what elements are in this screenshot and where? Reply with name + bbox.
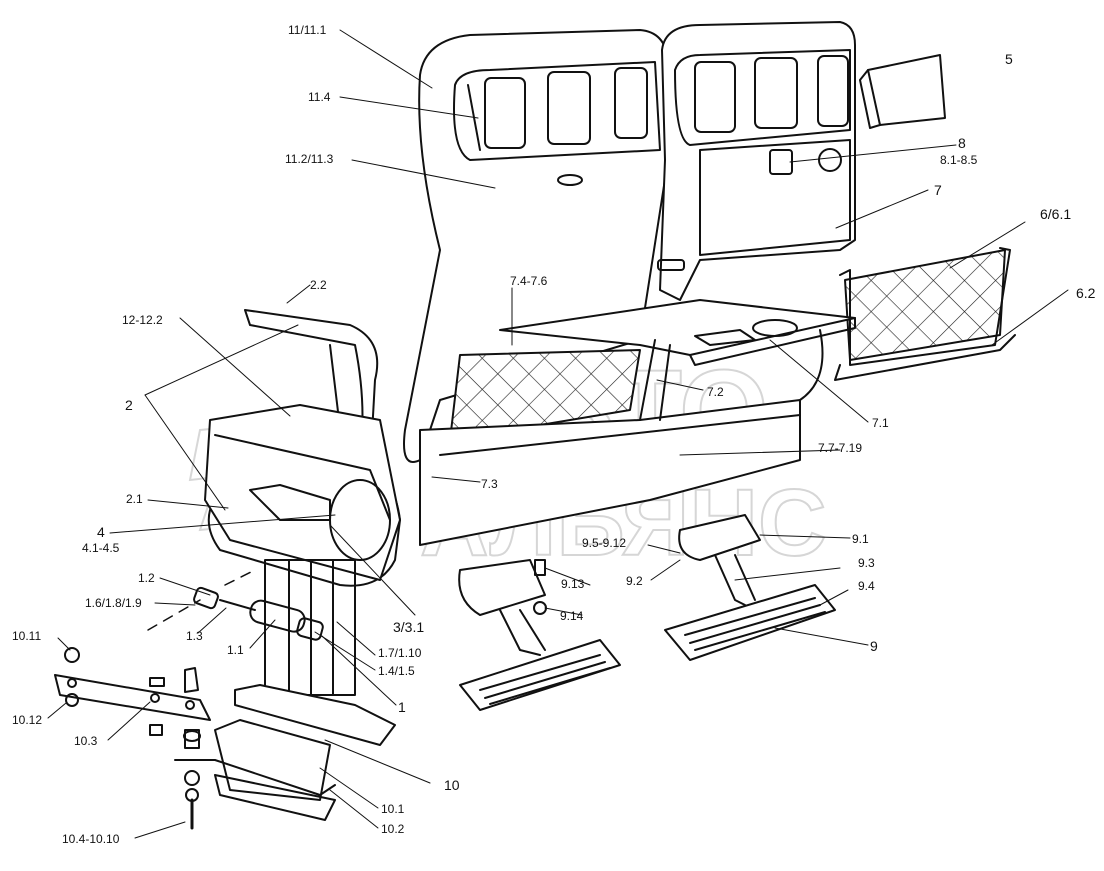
callout-3-3-1: 3/3.1	[393, 619, 424, 635]
callout-1-1: 1.1	[227, 643, 244, 657]
callout-labels: 11/11.1 11.4 11.2/11.3 2.2 12-12.2 2 2.1…	[12, 23, 1096, 846]
callout-7-1: 7.1	[872, 416, 889, 430]
callout-2-2: 2.2	[310, 278, 327, 292]
callout-6-2: 6.2	[1076, 285, 1096, 301]
gas-spring	[193, 586, 324, 641]
callout-1-7-1-10: 1.7/1.10	[378, 646, 422, 660]
callout-1: 1	[398, 699, 406, 715]
footrest-left	[458, 559, 621, 711]
callout-9-4: 9.4	[858, 579, 875, 593]
footrest-right	[664, 514, 836, 661]
callout-7-7-7-19: 7.7-7.19	[818, 441, 862, 455]
dashed-hints	[147, 569, 256, 631]
callout-6-6-1: 6/6.1	[1040, 206, 1071, 222]
callout-10-12: 10.12	[12, 713, 42, 727]
magazine-net-left	[449, 349, 641, 441]
callout-9-2: 9.2	[626, 574, 643, 588]
callout-9: 9	[870, 638, 878, 654]
callout-7-4-7-6: 7.4-7.6	[510, 274, 548, 288]
callout-9-5-9-12: 9.5-9.12	[582, 536, 626, 550]
callout-10-11: 10.11	[12, 629, 41, 643]
callout-10-3: 10.3	[74, 734, 98, 748]
leader-lines	[47, 29, 1069, 839]
callout-9-13: 9.13	[561, 577, 585, 591]
line-art	[47, 21, 1069, 839]
callout-2-1: 2.1	[126, 492, 143, 506]
callout-1-4-1-5: 1.4/1.5	[378, 664, 415, 678]
pedestal	[234, 559, 396, 746]
callout-9-14: 9.14	[560, 609, 584, 623]
callout-2: 2	[125, 397, 133, 413]
callout-7-2: 7.2	[707, 385, 724, 399]
callout-11-4: 11.4	[308, 90, 331, 104]
callout-11-2-11-3: 11.2/11.3	[285, 152, 334, 166]
callout-7-3: 7.3	[481, 477, 498, 491]
callout-8: 8	[958, 135, 966, 151]
callout-10-2: 10.2	[381, 822, 405, 836]
callout-10: 10	[444, 777, 460, 793]
right-backrest	[657, 21, 856, 301]
callout-5: 5	[1005, 51, 1013, 67]
callout-1-6-1-8-1-9: 1.6/1.8/1.9	[85, 596, 142, 610]
bin-10	[174, 719, 336, 821]
callout-9-3: 9.3	[858, 556, 875, 570]
callout-10-4-10-10: 10.4-10.10	[62, 832, 120, 846]
part-5-cover	[867, 54, 946, 126]
bracket-10-3	[54, 674, 211, 721]
callout-8-1-8-5: 8.1-8.5	[940, 153, 978, 167]
callout-1-2: 1.2	[138, 571, 155, 585]
magazine-net-right	[844, 249, 1006, 361]
callout-4-1-4-5: 4.1-4.5	[82, 541, 120, 555]
callout-9-1: 9.1	[852, 532, 869, 546]
callout-10-1: 10.1	[381, 802, 405, 816]
callout-4: 4	[97, 524, 105, 540]
callout-1-3: 1.3	[186, 629, 203, 643]
callout-12-12-2: 12-12.2	[122, 313, 163, 327]
callout-7: 7	[934, 182, 942, 198]
callout-11-11-1: 11/11.1	[288, 23, 327, 37]
